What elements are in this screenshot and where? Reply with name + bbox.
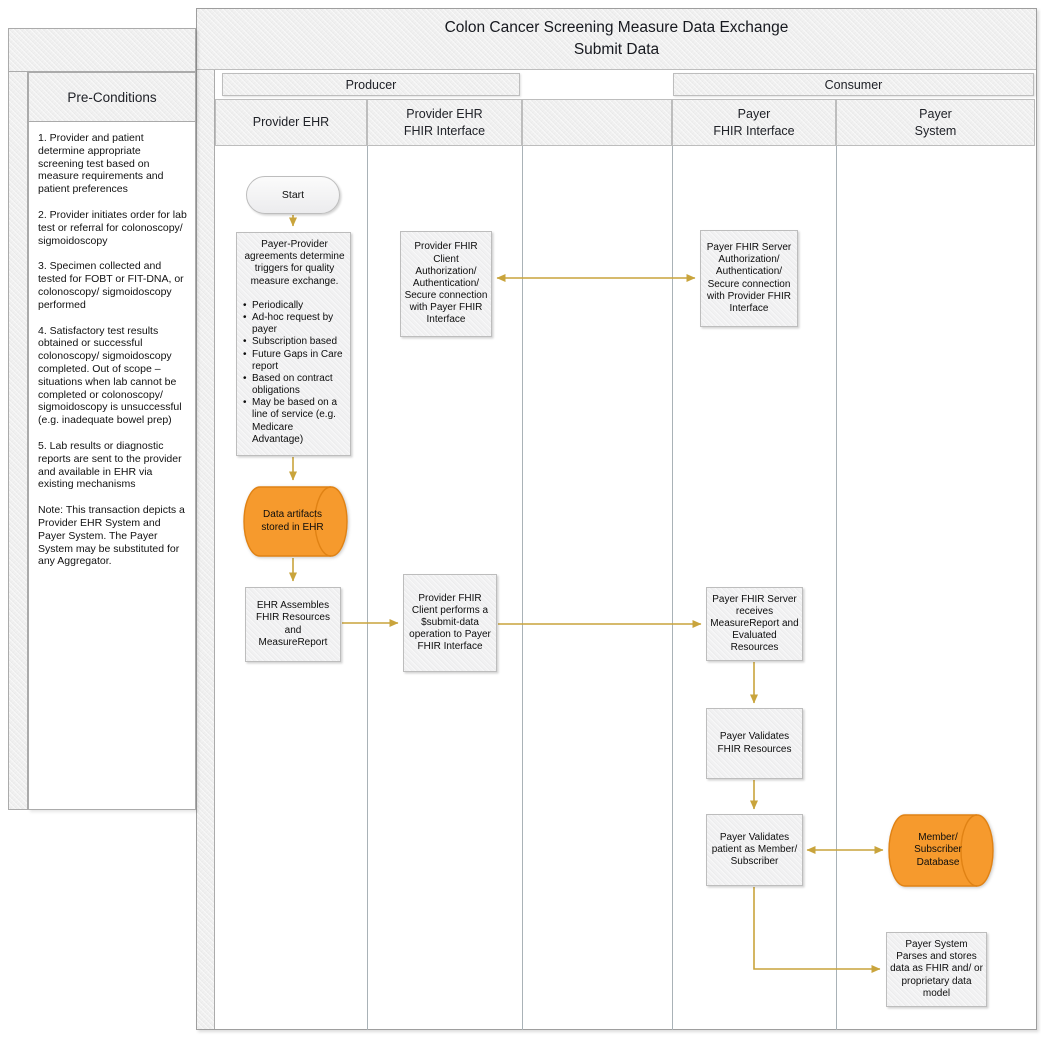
node-payer-fhir-auth: Payer FHIR Server Authorization/ Authent… (700, 230, 798, 327)
node-label: Payer-Provider agreements determine trig… (244, 239, 345, 287)
preconditions-title: Pre-Conditions (28, 72, 196, 122)
node-label: Provider FHIR Client performs a $submit-… (409, 592, 491, 653)
agreements-bullet-list: Periodically Ad-hoc request by payer Sub… (243, 300, 346, 446)
node-start: Start (246, 176, 340, 214)
preconditions-title-label: Pre-Conditions (67, 89, 157, 105)
node-label: EHR Assembles FHIR Resources and Measure… (256, 600, 330, 648)
pool-left-strip (197, 70, 215, 1029)
node-payer-system-parses: Payer System Parses and stores data as F… (886, 932, 987, 1007)
lane-divider (836, 146, 837, 1030)
node-label: Payer Validates patient as Member/ Subsc… (711, 831, 798, 868)
node-label: Payer FHIR Server Authorization/ Authent… (706, 241, 792, 314)
lane-header-provider-ehr: Provider EHR (215, 99, 367, 146)
bullet-item: Future Gaps in Care report (243, 349, 346, 373)
lane-label: Payer (737, 107, 771, 122)
diagram-title-line1: Colon Cancer Screening Measure Data Exch… (444, 18, 789, 36)
node-label: Start (281, 188, 305, 201)
group-label: Consumer (824, 77, 883, 92)
node-payer-fhir-receives: Payer FHIR Server receives MeasureReport… (706, 587, 803, 661)
node-label: Provider FHIR Client Authorization/ Auth… (404, 241, 488, 326)
cylinder-shape (888, 814, 994, 887)
lane-label: FHIR Interface (713, 123, 795, 138)
lane-label: FHIR Interface (403, 123, 486, 138)
lane-label: Provider EHR (252, 115, 330, 130)
cylinder-shape (243, 486, 348, 557)
lane-divider (522, 146, 523, 1030)
bullet-item: May be based on a line of service (e.g. … (243, 397, 346, 446)
node-provider-fhir-auth: Provider FHIR Client Authorization/ Auth… (400, 231, 492, 337)
precondition-item: 5. Lab results or diagnostic reports are… (38, 439, 182, 491)
precondition-item: 3. Specimen collected and tested for FOB… (38, 260, 184, 311)
lane-label: Provider EHR (406, 107, 483, 122)
bullet-item: Based on contract obligations (243, 373, 346, 397)
precondition-item: Note: This transaction depicts a Provide… (38, 504, 185, 568)
node-payer-validates-patient: Payer Validates patient as Member/ Subsc… (706, 814, 803, 886)
diagram-title: Colon Cancer Screening Measure Data Exch… (197, 9, 1036, 70)
node-payer-provider-agreements: Payer-Provider agreements determine trig… (236, 232, 351, 456)
precondition-item: 1. Provider and patient determine approp… (38, 132, 164, 196)
lane-divider (672, 146, 673, 1030)
preconditions-body: 1. Provider and patient determine approp… (28, 122, 196, 810)
node-provider-fhir-submit-data: Provider FHIR Client performs a $submit-… (403, 574, 497, 672)
node-label: Member/ Subscriber Database (914, 831, 962, 868)
preconditions-left-strip (8, 72, 28, 810)
lane-header-empty (522, 99, 672, 146)
node-label: Payer Validates FHIR Resources (717, 731, 792, 755)
lane-divider (367, 146, 368, 1030)
diagram-title-line2: Submit Data (573, 41, 660, 58)
node-label: Payer FHIR Server receives MeasureReport… (710, 593, 799, 654)
lane-label: Payer (919, 107, 952, 122)
node-ehr-assembles: EHR Assembles FHIR Resources and Measure… (245, 587, 341, 662)
node-label: Data artifacts stored in EHR (261, 509, 324, 533)
bullet-item: Ad-hoc request by payer (243, 312, 346, 336)
group-label: Producer (345, 77, 397, 92)
node-member-subscriber-database-cylinder: Member/ Subscriber Database (888, 814, 994, 887)
precondition-item: 2. Provider initiates order for lab test… (38, 208, 187, 247)
lane-label: System (914, 123, 957, 138)
precondition-item: 4. Satisfactory test results obtained or… (38, 324, 182, 427)
node-data-artifacts-cylinder: Data artifacts stored in EHR (243, 486, 348, 557)
bullet-item: Periodically (243, 300, 346, 312)
node-label: Payer System Parses and stores data as F… (890, 939, 983, 999)
node-payer-validates-fhir: Payer Validates FHIR Resources (706, 708, 803, 779)
group-header-producer: Producer (222, 73, 520, 96)
preconditions-top-band (8, 28, 196, 72)
group-header-consumer: Consumer (673, 73, 1034, 96)
bullet-item: Subscription based (243, 336, 346, 348)
